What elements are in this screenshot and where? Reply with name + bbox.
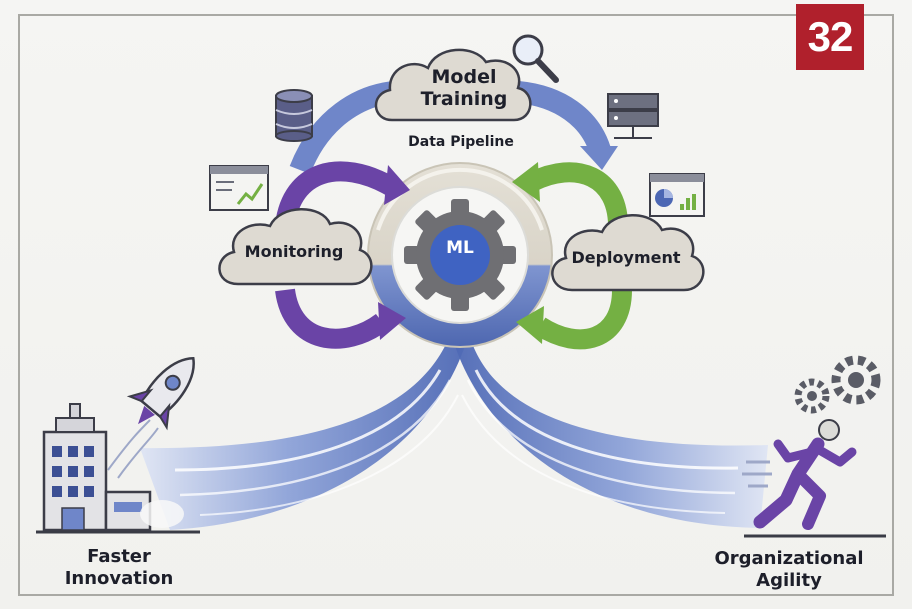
runner-icon (742, 419, 857, 530)
figure-frame (18, 14, 894, 596)
rocket-trail (107, 419, 159, 479)
gear-icon (404, 199, 516, 311)
dashboard-window-icon (649, 173, 705, 217)
arrowhead-deployment-top (580, 146, 618, 170)
node-label-deployment: Deployment (571, 248, 681, 267)
outcome-label-right: Organizational Agility (714, 548, 864, 591)
building-icon (42, 403, 184, 532)
arrowhead-deployment-bottom (516, 306, 544, 344)
arrowhead-monitoring-top (384, 165, 410, 205)
arrow-training-to-deployment (516, 81, 611, 154)
arrow-monitoring-top (275, 161, 395, 227)
cloud-model-training (374, 48, 532, 122)
outcome-label-left: Faster Innovation (64, 546, 174, 589)
arrow-monitoring-bottom (275, 288, 389, 349)
arrowhead-deployment-top-green (512, 162, 540, 202)
cloud-deployment (551, 214, 705, 292)
chart-window-icon (209, 165, 269, 211)
node-label-model-training: Model Training (420, 66, 508, 110)
gears-icon (794, 355, 881, 414)
stream-left (140, 330, 470, 530)
server-icon (607, 93, 659, 139)
arrowhead-monitoring-bottom (378, 302, 406, 340)
stream-right (450, 330, 768, 528)
arrow-deployment-top (527, 162, 629, 231)
page-number-badge: 32 (796, 4, 864, 70)
rocket-icon (126, 357, 195, 431)
node-label-monitoring: Monitoring (244, 242, 344, 261)
core-label-ml: ML (446, 238, 474, 258)
arrow-deployment-bottom (534, 289, 632, 350)
node-label-data-pipeline: Data Pipeline (408, 134, 514, 150)
cloud-monitoring (218, 208, 373, 286)
search-icon (512, 34, 559, 83)
database-icon (275, 89, 313, 142)
data-pipeline-arc (376, 168, 544, 231)
